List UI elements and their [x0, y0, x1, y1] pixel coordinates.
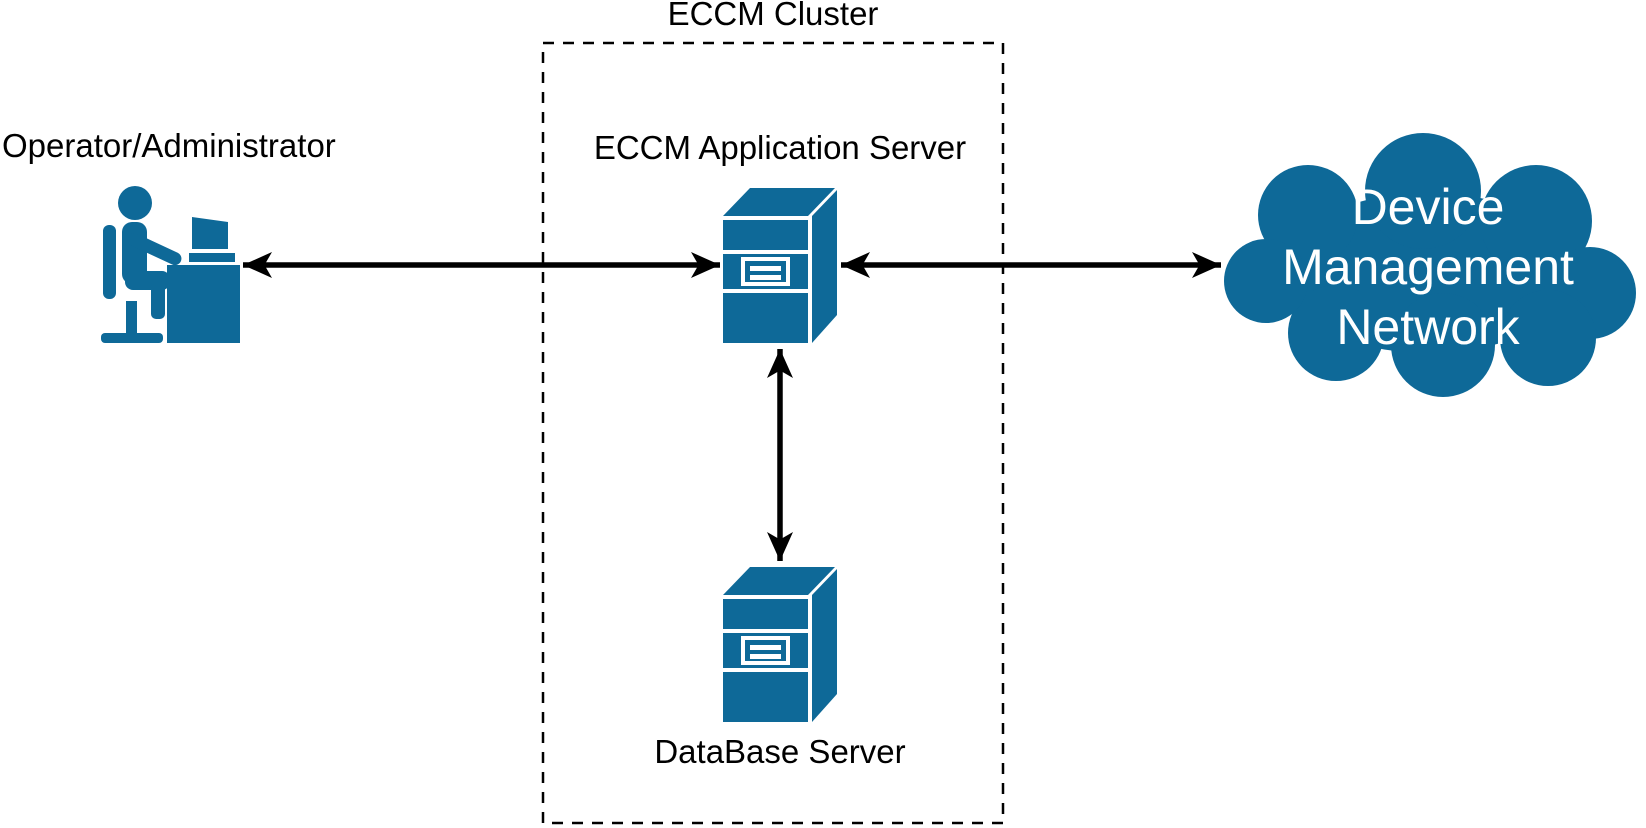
db-server-label: DataBase Server — [654, 733, 906, 770]
cloud-label: Device Management Network — [1218, 133, 1638, 401]
app-server-icon — [723, 188, 837, 343]
cloud-label-line-3: Network — [1336, 299, 1520, 355]
cluster-title: ECCM Cluster — [667, 0, 879, 32]
operator-label: Operator/Administrator — [2, 127, 336, 164]
operator-at-desk-icon — [101, 186, 240, 343]
cluster-boundary-box — [541, 41, 1005, 825]
app-server-label: ECCM Application Server — [593, 129, 967, 166]
db-server-icon — [723, 567, 837, 722]
cloud-label-line-2: Management — [1282, 239, 1574, 295]
chair — [101, 225, 163, 343]
cloud-icon — [1224, 133, 1636, 397]
cloud-label-line-1: Device — [1351, 179, 1505, 235]
desk-computer — [167, 217, 240, 343]
person-figure — [118, 186, 182, 319]
